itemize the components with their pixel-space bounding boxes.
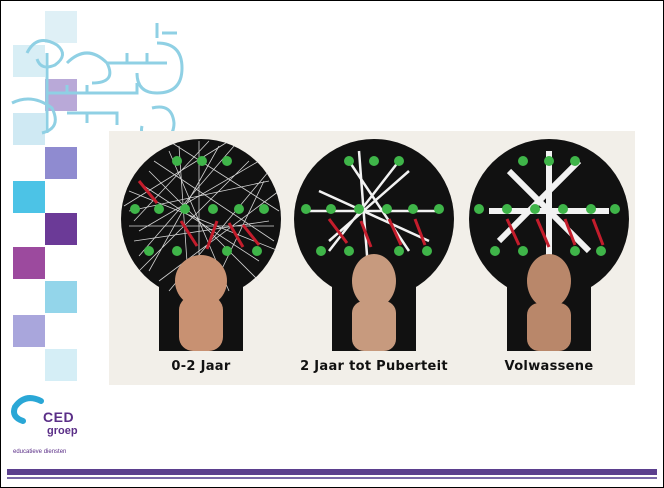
caption-child: 2 Jaar tot Puberteit <box>300 359 448 374</box>
deco-square <box>45 213 77 245</box>
brain-development-figure: 0-2 Jaar 2 Jaar tot Puberteit Volwassene <box>109 131 635 385</box>
footer-bar <box>7 469 657 475</box>
logo-subname: groep <box>47 425 78 437</box>
deco-square <box>13 315 45 347</box>
ced-groep-logo: CED groep educatieve diensten <box>9 395 99 465</box>
logo-name: CED <box>43 409 74 425</box>
deco-square <box>45 349 77 381</box>
logo-tagline: educatieve diensten <box>13 449 66 455</box>
deco-square <box>45 281 77 313</box>
deco-square <box>13 247 45 279</box>
figure-graphic <box>109 131 635 385</box>
footer-bar-thin <box>7 477 657 479</box>
caption-adult: Volwassene <box>505 359 594 374</box>
deco-square <box>13 181 45 213</box>
caption-infant: 0-2 Jaar <box>171 359 230 374</box>
